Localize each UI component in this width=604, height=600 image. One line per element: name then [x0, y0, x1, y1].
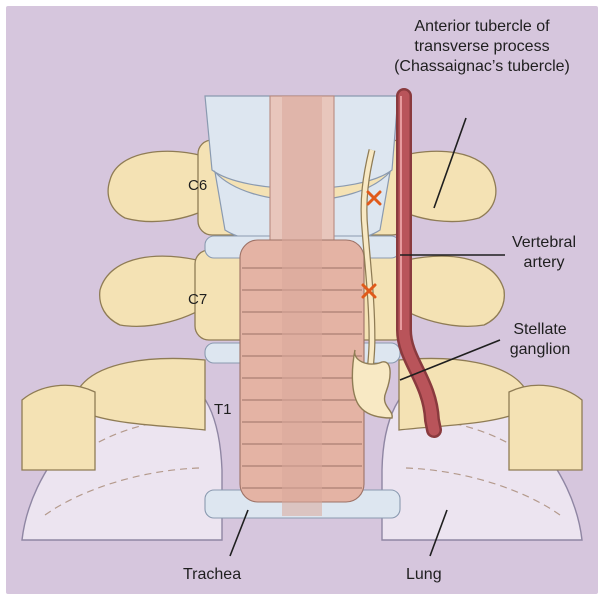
vertebral-artery-label-line2: artery [505, 253, 583, 273]
tubercle-label-line1: Anterior tubercle of [373, 17, 591, 37]
c6-label: C6 [188, 176, 207, 196]
lung-label: Lung [406, 565, 442, 585]
stellate-ganglion-label-line2: ganglion [500, 340, 580, 360]
stellate-ganglion-label-line1: Stellate [500, 320, 580, 340]
stellate-ganglion-label: Stellate ganglion [500, 320, 580, 360]
c7-label: C7 [188, 290, 207, 310]
tubercle-label: Anterior tubercle of transverse process … [373, 17, 591, 77]
tubercle-label-line3: (Chassaignac’s tubercle) [373, 57, 591, 77]
vertebral-artery-label-line1: Vertebral [505, 233, 583, 253]
vertebral-artery-label: Vertebral artery [505, 233, 583, 273]
trachea-label: Trachea [183, 565, 241, 585]
tubercle-label-line2: transverse process [373, 37, 591, 57]
t1-label: T1 [214, 400, 232, 420]
